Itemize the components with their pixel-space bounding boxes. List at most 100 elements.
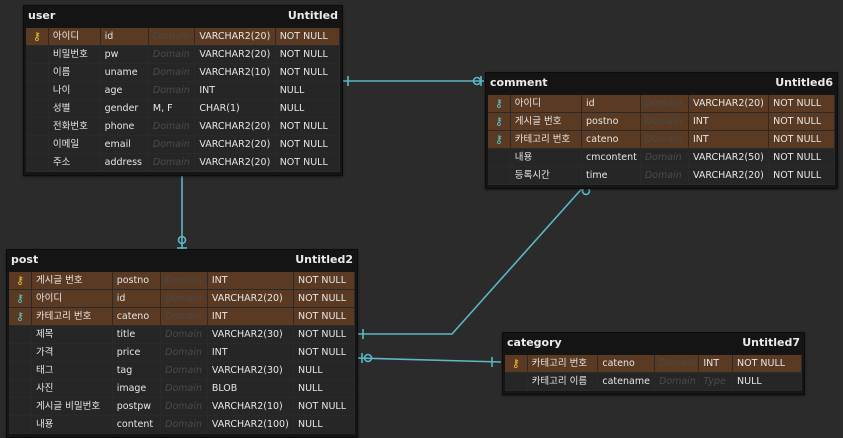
- column-type: Type: [699, 373, 734, 390]
- key-cell: ⚷: [505, 355, 528, 372]
- relationship-user-post[interactable]: [177, 165, 187, 251]
- column-logical-name: 게시글 번호: [510, 113, 583, 130]
- column-domain: Domain: [161, 326, 208, 343]
- key-cell-empty: [505, 373, 528, 390]
- column-type: VARCHAR2(20): [195, 118, 276, 135]
- column-nullability: NULL: [733, 373, 802, 390]
- column-domain: Domain: [655, 355, 700, 372]
- column-nullability: NOT NULL: [275, 46, 340, 63]
- column-type: VARCHAR2(20): [195, 28, 276, 45]
- column-domain: Domain: [148, 64, 196, 81]
- column-nullability: NULL: [293, 380, 355, 397]
- column-physical-name: postno: [112, 272, 162, 289]
- foreign-key-icon: ⚷: [15, 310, 24, 323]
- column-type: INT: [699, 355, 734, 372]
- key-cell-empty: [9, 362, 32, 379]
- key-icon: ⚷: [511, 357, 520, 370]
- column-type: VARCHAR2(20): [688, 95, 770, 112]
- entity-header[interactable]: category Untitled7: [503, 333, 804, 353]
- column-logical-name: 성별: [48, 100, 101, 117]
- column-domain: Domain: [161, 308, 208, 325]
- column-type: VARCHAR2(100): [207, 416, 294, 433]
- key-cell: ⚷: [26, 28, 49, 45]
- column-type: VARCHAR2(20): [207, 290, 294, 307]
- column-physical-name: postpw: [112, 398, 162, 415]
- column-type: INT: [207, 344, 294, 361]
- column-logical-name: 비밀번호: [48, 46, 101, 63]
- column-nullability: NOT NULL: [275, 136, 340, 153]
- column-physical-name: title: [112, 326, 162, 343]
- column-type: CHAR(1): [195, 100, 276, 117]
- entity-alias: Untitled: [287, 9, 338, 22]
- key-cell-empty: [9, 344, 32, 361]
- column-domain: Domain: [640, 149, 689, 166]
- entity-alias: Untitled7: [742, 336, 800, 349]
- column-logical-name: 이메일: [48, 136, 101, 153]
- entity-header[interactable]: comment Untitled6: [486, 73, 837, 93]
- key-cell-empty: [9, 398, 32, 415]
- column-domain: Domain: [655, 373, 700, 390]
- key-cell: ⚷: [9, 308, 32, 325]
- column-physical-name: address: [100, 154, 149, 171]
- column-nullability: NOT NULL: [275, 118, 340, 135]
- foreign-key-icon: ⚷: [494, 115, 503, 128]
- column-logical-name: 등록시간: [510, 167, 583, 184]
- column-nullability: NOT NULL: [275, 28, 340, 45]
- column-type: INT: [195, 82, 276, 99]
- column-domain: Domain: [640, 167, 689, 184]
- column-logical-name: 카테고리 번호: [510, 131, 583, 148]
- column-physical-name: image: [112, 380, 162, 397]
- key-cell-empty: [26, 136, 49, 153]
- relationship-category-post[interactable]: [357, 353, 502, 367]
- column-nullability: NOT NULL: [293, 344, 355, 361]
- column-logical-name: 카테고리 이름: [527, 373, 599, 390]
- column-type: VARCHAR2(10): [207, 398, 294, 415]
- entity-name: category: [507, 336, 562, 349]
- column-type: VARCHAR2(10): [195, 64, 276, 81]
- relationship-post-comment[interactable]: [356, 183, 591, 339]
- column-domain: Domain: [148, 28, 196, 45]
- column-domain: Domain: [148, 82, 196, 99]
- entity-header[interactable]: post Untitled2: [7, 250, 357, 270]
- key-cell-empty: [9, 416, 32, 433]
- column-nullability: NULL: [293, 416, 355, 433]
- column-type: INT: [688, 131, 770, 148]
- relationship-user-comment[interactable]: [342, 76, 484, 86]
- key-cell-empty: [26, 154, 49, 171]
- column-physical-name: time: [582, 167, 641, 184]
- column-logical-name: 카테고리 번호: [527, 355, 599, 372]
- entity-header[interactable]: user Untitled: [24, 6, 342, 26]
- key-icon: ⚷: [32, 30, 41, 43]
